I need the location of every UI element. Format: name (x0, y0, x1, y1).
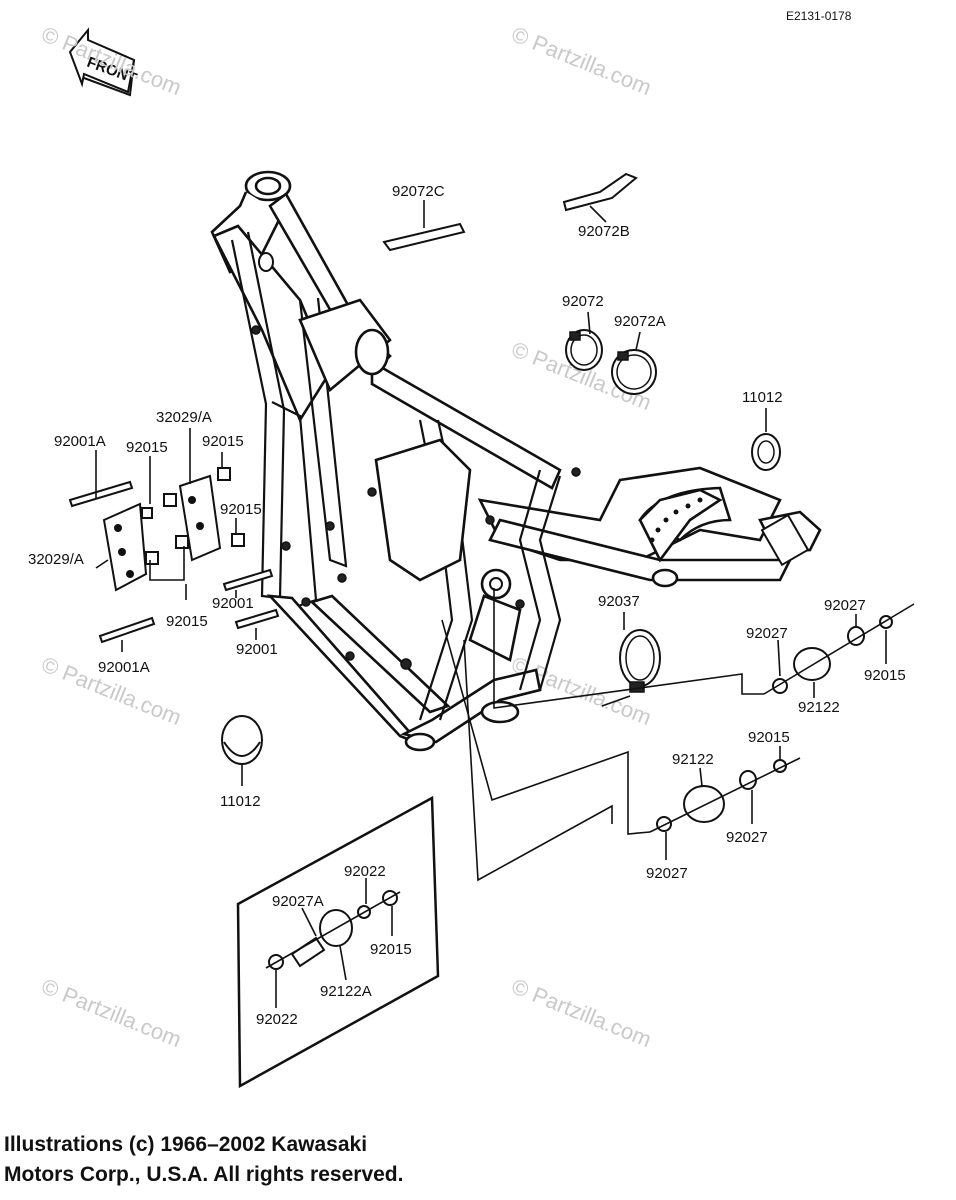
copyright-line-1: Illustrations (c) 1966–2002 Kawasaki (4, 1133, 368, 1156)
part-label: 92037 (598, 593, 640, 610)
part-label: 32029/A (28, 551, 84, 568)
part-11012-bottom (221, 715, 263, 786)
part-label: 92122A (320, 983, 372, 1000)
watermark-text: © Partzilla.com (508, 21, 655, 100)
part-11012-top (751, 408, 781, 471)
part-label: 92072A (614, 313, 666, 330)
part-label: 92027 (746, 625, 788, 642)
part-92072c (382, 200, 466, 252)
part-label: 92001A (54, 433, 106, 450)
part-label: 92015 (126, 439, 168, 456)
part-label: 92027 (824, 597, 866, 614)
frame-illustration (210, 170, 822, 752)
part-92072b (562, 172, 638, 223)
part-label: 11012 (742, 389, 783, 406)
part-label: 92027 (726, 829, 768, 846)
part-label: 92122 (798, 699, 840, 716)
copyright-line-2: Motors Corp., U.S.A. All rights reserved… (4, 1163, 404, 1186)
part-label: 92001 (236, 641, 278, 658)
part-label: 92072C (392, 183, 445, 200)
part-label: 92015 (748, 729, 790, 746)
inset-box (236, 795, 440, 1089)
part-92037 (601, 612, 661, 707)
watermark-text: © Partzilla.com (508, 973, 655, 1052)
part-label: 92015 (166, 613, 208, 630)
part-label: 92015 (220, 501, 262, 518)
part-label: 92022 (344, 863, 386, 880)
part-label: 92001A (98, 659, 150, 676)
part-label: 92001 (212, 595, 254, 612)
front-arrow-icon: FRONT (68, 27, 139, 97)
part-engine-mount-plates (68, 428, 280, 652)
part-label: 11012 (220, 793, 261, 810)
part-label: 92027A (272, 893, 324, 910)
part-label: 92122 (672, 751, 714, 768)
part-label: 32029/A (156, 409, 212, 426)
part-rear-mount-lower (649, 746, 801, 860)
part-label: 92072 (562, 293, 604, 310)
watermark-text: © Partzilla.com (38, 973, 185, 1052)
part-label: 92015 (202, 433, 244, 450)
part-92072-bands (565, 311, 657, 395)
connector-lines (441, 588, 764, 882)
part-label: 92027 (646, 865, 688, 882)
part-label: 92072B (578, 223, 630, 240)
part-label: 92015 (370, 941, 412, 958)
part-label: 92022 (256, 1011, 298, 1028)
part-label: 92015 (864, 667, 906, 684)
part-labels: 92072C 92072B 92072 92072A 11012 92001A … (28, 183, 906, 1028)
diagram-code: E2131-0178 (786, 9, 852, 23)
part-rear-mount-upper (763, 603, 915, 698)
